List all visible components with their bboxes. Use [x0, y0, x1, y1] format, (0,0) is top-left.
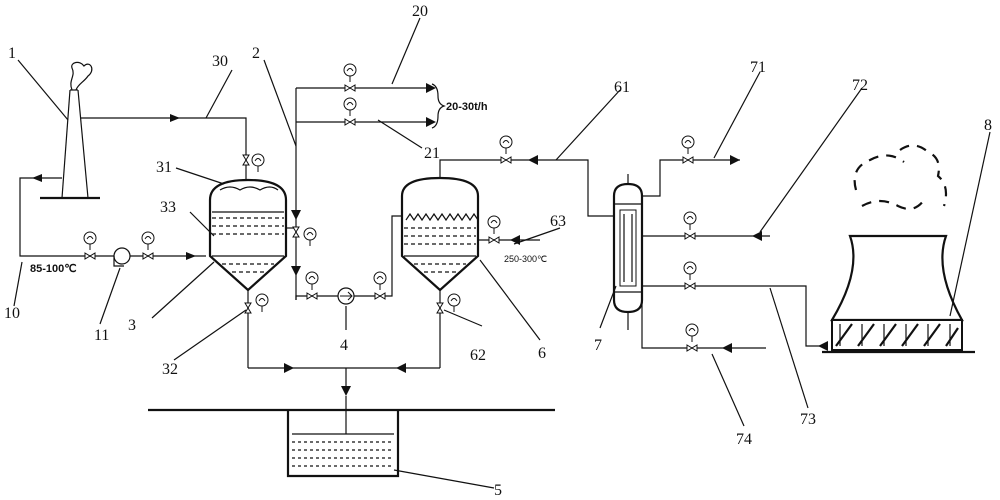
steam-plume	[853, 144, 948, 211]
chimney	[40, 61, 100, 200]
ref-steam-branch-lower: 21	[424, 145, 440, 162]
heat-exchanger	[612, 174, 644, 330]
flow-brace	[431, 83, 446, 129]
inter-tank-line	[295, 215, 402, 300]
note-inlet-temp: 85-100℃	[30, 263, 77, 275]
note-flow-rate: 20-30t/h	[446, 101, 488, 113]
ref-bottom-drain-2: 62	[470, 347, 486, 364]
ref-exhaust-line: 30	[212, 53, 228, 70]
ref-return-line: 10	[4, 305, 20, 322]
ref-cooling-tower: 8	[984, 117, 992, 134]
sump	[286, 410, 400, 478]
ref-packing-1: 33	[160, 199, 176, 216]
hx-drain	[641, 300, 766, 353]
ref-circulation-pump: 11	[94, 327, 109, 344]
cooling-tower	[822, 144, 975, 354]
circulation-pump	[113, 247, 131, 267]
hx-outlet-b	[642, 261, 828, 351]
chimney-smoke	[70, 61, 93, 91]
ref-steam-main: 2	[252, 45, 260, 62]
ref-feed-line-2: 63	[550, 213, 566, 230]
drain-header	[248, 363, 440, 434]
ref-chimney: 1	[8, 45, 16, 62]
note-feed-temp: 250-300℃	[504, 254, 547, 264]
ref-heat-exchanger: 7	[594, 337, 602, 354]
ref-pump: 4	[340, 337, 348, 354]
ref-hx-inlet: 71	[750, 59, 766, 76]
vapor-line-2	[439, 135, 614, 217]
exhaust-line	[80, 114, 265, 180]
ref-flash-tank-2: 6	[538, 345, 546, 362]
flash-tank-1	[208, 178, 288, 368]
pump	[337, 287, 355, 305]
top-vent-mark	[219, 186, 279, 191]
ref-steam-branch-upper: 20	[412, 3, 428, 20]
ref-hx-outlet-a: 72	[852, 77, 868, 94]
ref-hx-outlet-b: 73	[800, 411, 816, 428]
hx-inlet	[642, 135, 740, 197]
ref-sump: 5	[494, 482, 502, 499]
ref-hx-drain: 74	[736, 431, 752, 448]
flash-tank-2	[400, 176, 480, 368]
ref-flash-tank-1: 3	[128, 317, 136, 334]
packing-teeth	[405, 212, 479, 222]
steam-main	[286, 63, 446, 300]
ref-vapor-line-2: 61	[614, 79, 630, 96]
ref-bottom-drain-1: 32	[162, 361, 178, 378]
feed-line-2	[478, 215, 540, 245]
ref-top-vent: 31	[156, 159, 172, 176]
leader-lines	[13, 17, 991, 489]
return-line	[19, 174, 206, 260]
hx-outlet-a	[642, 211, 770, 241]
